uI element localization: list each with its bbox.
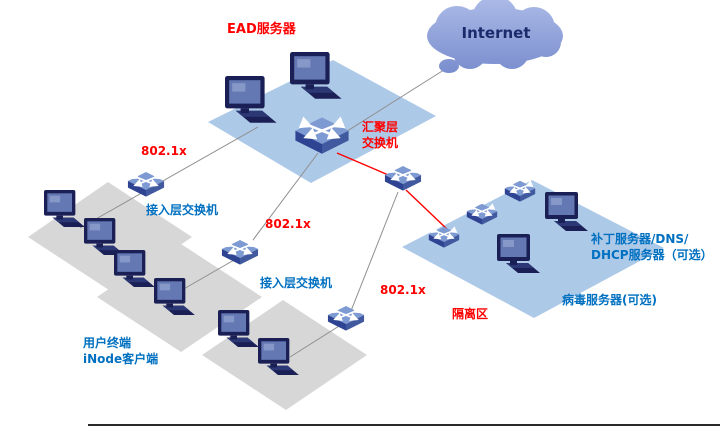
- page-rule-line: [88, 424, 720, 426]
- virus-server-label: 病毒服务器(可选): [562, 293, 657, 307]
- dot1x-label-2: 802.1x: [265, 217, 311, 231]
- access-switch-2-label: 接入层交换机: [260, 276, 333, 290]
- aggregation-switch-label: 汇聚层 交换机: [362, 120, 399, 150]
- dot1x-label-1: 802.1x: [141, 144, 187, 158]
- link-internet-aggregation: [332, 67, 448, 141]
- link-quarantine-switch-zone: [405, 189, 449, 231]
- access-switch-1-icon: [128, 172, 164, 197]
- quarantine-zone-label: 隔离区: [452, 307, 489, 321]
- quarantine-edge-switch-icon: [385, 166, 421, 191]
- user-terminal-label: 用户终端 iNode客户端: [83, 336, 159, 366]
- access-switch-1-label: 接入层交换机: [146, 203, 219, 217]
- patch-server-label: 补丁服务器/DNS/ DHCP服务器（可选）: [591, 232, 713, 262]
- internet-label: Internet: [461, 24, 531, 42]
- access-switch-3-icon: [328, 306, 364, 331]
- link-ead-access-switch-1: [79, 126, 259, 229]
- access-switch-2-icon: [222, 240, 258, 265]
- dot1x-label-3: 802.1x: [380, 283, 426, 297]
- ead-server-label: EAD服务器: [227, 22, 296, 37]
- internet-cloud: [427, 0, 563, 73]
